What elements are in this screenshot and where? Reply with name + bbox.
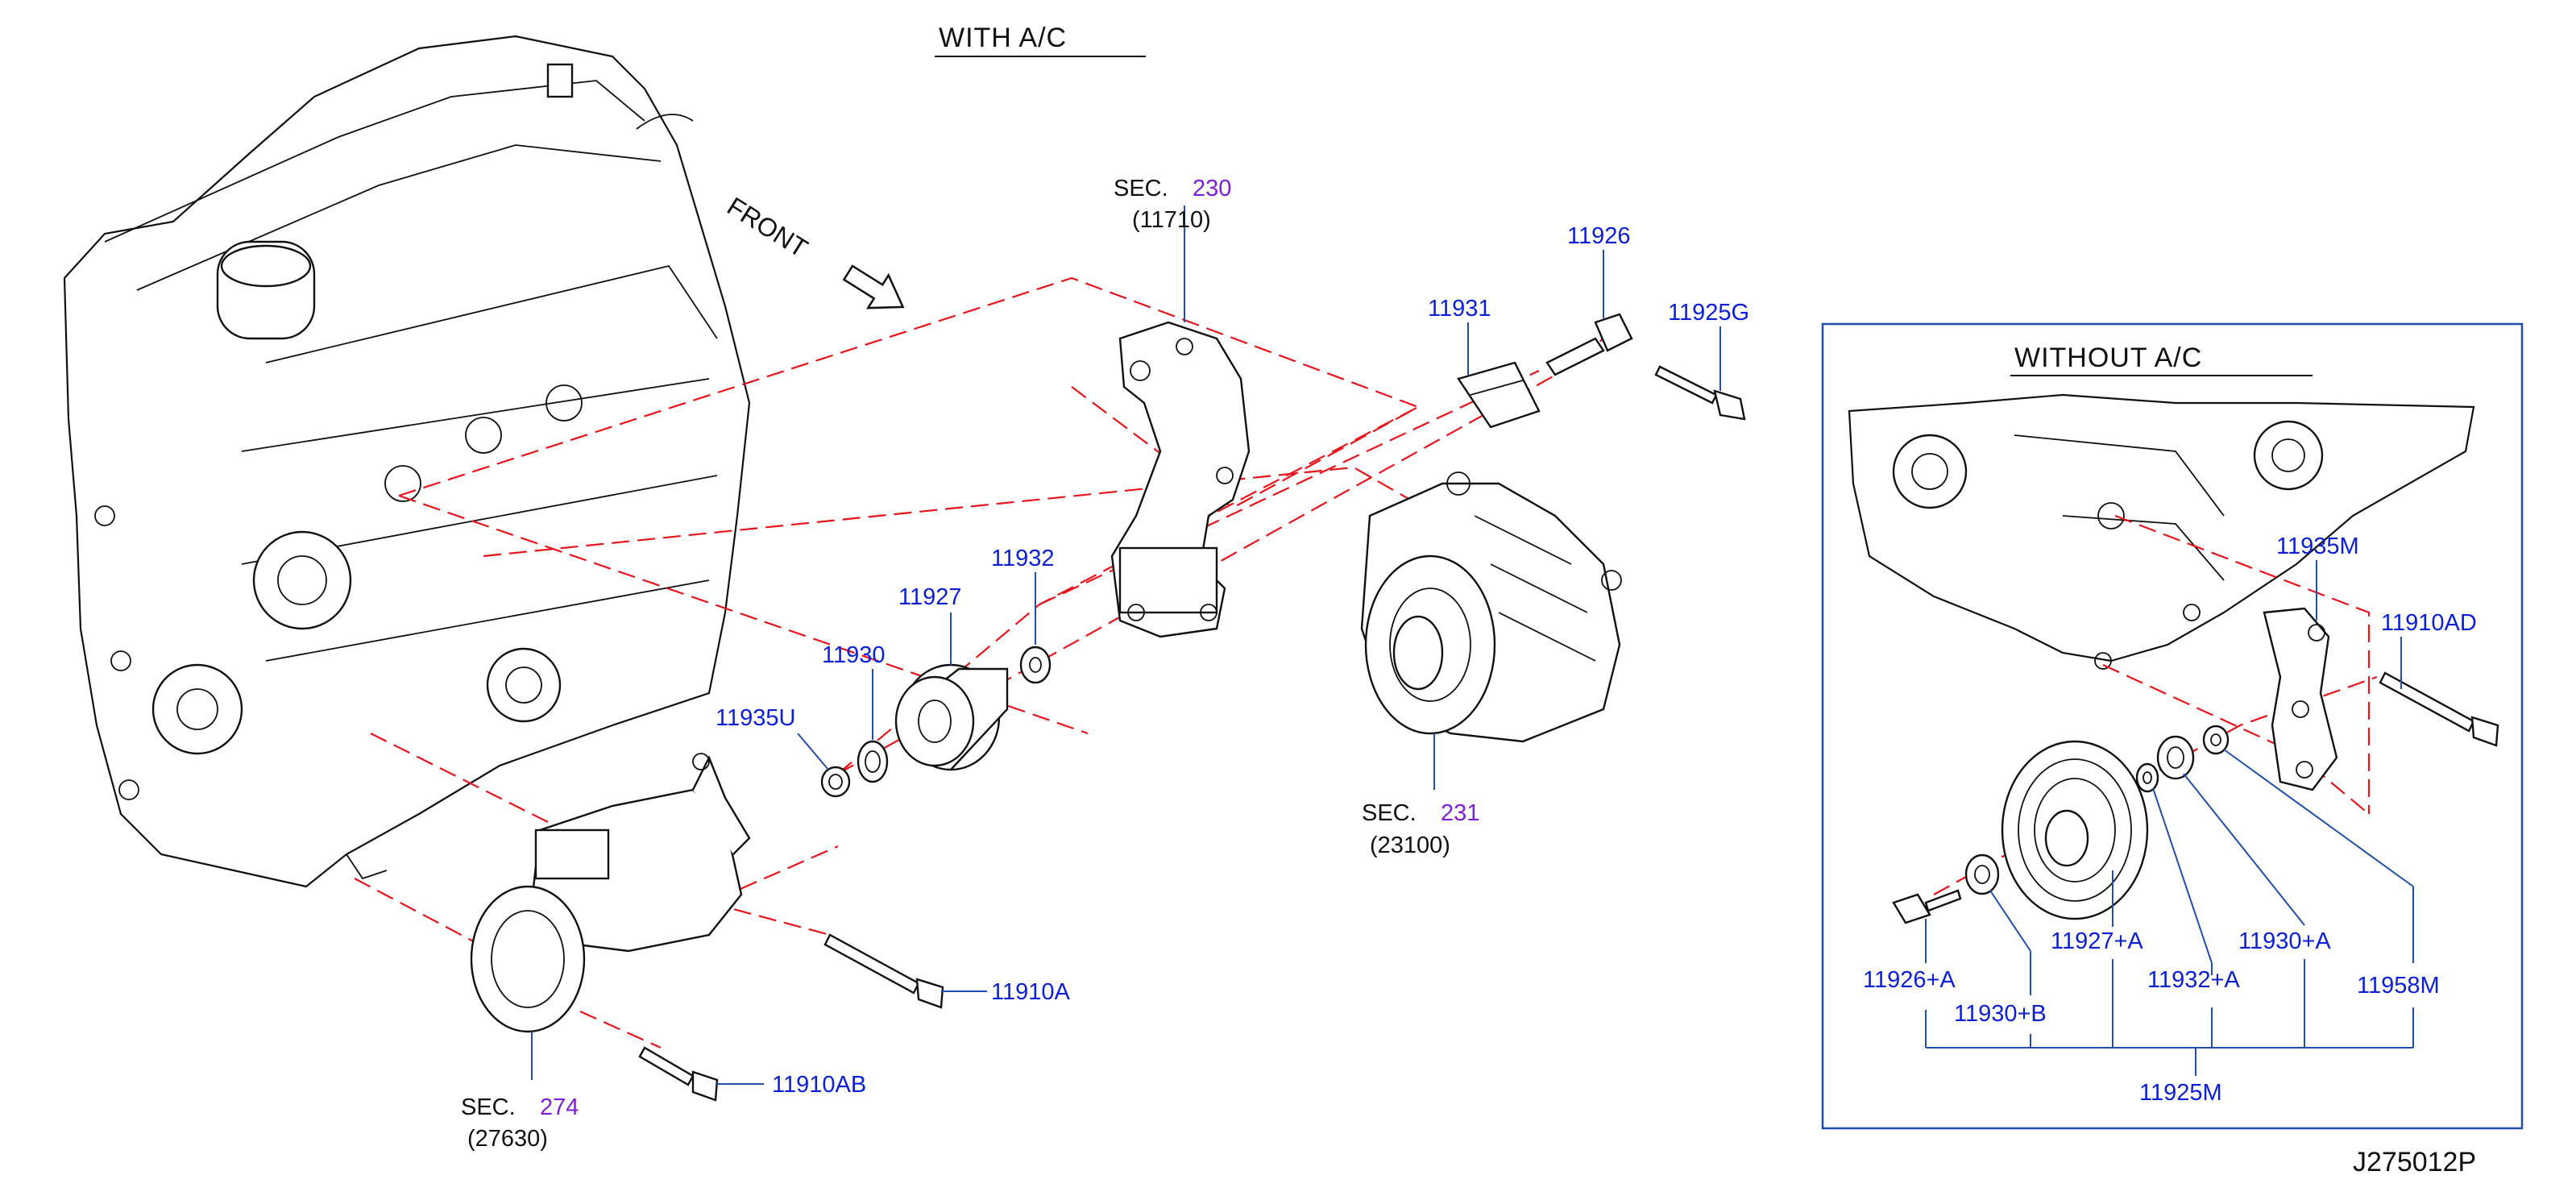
bolt-11926[interactable] bbox=[1545, 313, 1633, 376]
part-11958m-label[interactable]: 11958M bbox=[2357, 973, 2440, 999]
washer-11932[interactable] bbox=[1019, 646, 1052, 684]
bolt-11926a[interactable] bbox=[1892, 889, 1962, 924]
drawing-code: J275012P bbox=[2353, 1147, 2476, 1177]
part-11910ab-label[interactable]: 11910AB bbox=[772, 1072, 866, 1098]
part-11931-label[interactable]: 11931 bbox=[1428, 296, 1491, 322]
clip-11931[interactable] bbox=[1457, 361, 1541, 429]
inset-title: WITHOUT A/C bbox=[2014, 343, 2202, 373]
nut-11935u[interactable] bbox=[820, 766, 851, 798]
with-ac-heading: WITH A/C bbox=[939, 23, 1067, 53]
part-11927-label[interactable]: 11927 bbox=[898, 584, 962, 610]
bolt-11925g[interactable] bbox=[1654, 365, 1746, 421]
washer-11930a[interactable] bbox=[2156, 735, 2195, 780]
part-11925m-label[interactable]: 11925M bbox=[2139, 1080, 2222, 1106]
washer-11930[interactable] bbox=[857, 740, 889, 783]
alternator[interactable] bbox=[1360, 471, 1622, 743]
ac-compressor[interactable] bbox=[470, 753, 751, 1033]
sec-230-ref: (11710) bbox=[1132, 207, 1211, 233]
part-11910ad-label[interactable]: 11910AD bbox=[2381, 610, 2477, 636]
without-ac-inset: WITHOUT A/C bbox=[1821, 322, 2524, 1130]
part-11930b-label[interactable]: 11930+B bbox=[1954, 1001, 2047, 1027]
front-label: FRONT bbox=[722, 191, 813, 263]
part-11930-label[interactable]: 11930 bbox=[822, 642, 886, 668]
part-11930a-label[interactable]: 11930+A bbox=[2238, 928, 2331, 954]
part-11927a-label[interactable]: 11927+A bbox=[2051, 928, 2143, 954]
part-11926a-label[interactable]: 11926+A bbox=[1863, 967, 1956, 993]
part-11932-label[interactable]: 11932 bbox=[991, 546, 1055, 571]
pulley-11927[interactable] bbox=[894, 663, 1009, 771]
front-arrow-icon bbox=[842, 264, 905, 309]
support-bracket[interactable] bbox=[1110, 321, 1251, 638]
pulley-11927a[interactable] bbox=[2001, 740, 2149, 920]
bolt-11910ad[interactable] bbox=[2379, 671, 2499, 747]
part-11932a-label[interactable]: 11932+A bbox=[2147, 967, 2240, 993]
bracket-11935m[interactable] bbox=[2263, 607, 2338, 791]
washer-11930b[interactable] bbox=[1964, 853, 2000, 895]
sec-230-link[interactable]: 230 bbox=[1193, 176, 1231, 201]
bolt-11910ab[interactable] bbox=[638, 1046, 719, 1102]
sec-274-ref: (27630) bbox=[467, 1126, 548, 1152]
part-11926-label[interactable]: 11926 bbox=[1567, 223, 1631, 249]
sec-230-prefix: SEC. bbox=[1114, 176, 1168, 201]
part-11935u-label[interactable]: 11935U bbox=[716, 705, 795, 731]
part-11935m-label[interactable]: 11935M bbox=[2276, 534, 2359, 559]
sec-274-link[interactable]: 274 bbox=[540, 1094, 579, 1120]
inset-engine bbox=[1848, 393, 2475, 670]
part-11925g-label[interactable]: 11925G bbox=[1668, 300, 1749, 326]
sec-274-prefix: SEC. bbox=[461, 1094, 516, 1120]
part-11910a-label[interactable]: 11910A bbox=[991, 979, 1070, 1005]
inset-frame bbox=[1821, 322, 2524, 1130]
sec-231-ref: (23100) bbox=[1370, 833, 1450, 858]
bolt-11910a[interactable] bbox=[823, 933, 944, 1009]
engine-block bbox=[63, 35, 751, 888]
sec-231-link[interactable]: 231 bbox=[1441, 800, 1479, 826]
sec-231-prefix: SEC. bbox=[1362, 800, 1417, 826]
nut-11958m[interactable] bbox=[2202, 725, 2230, 755]
washer-11932a[interactable] bbox=[2135, 762, 2159, 793]
